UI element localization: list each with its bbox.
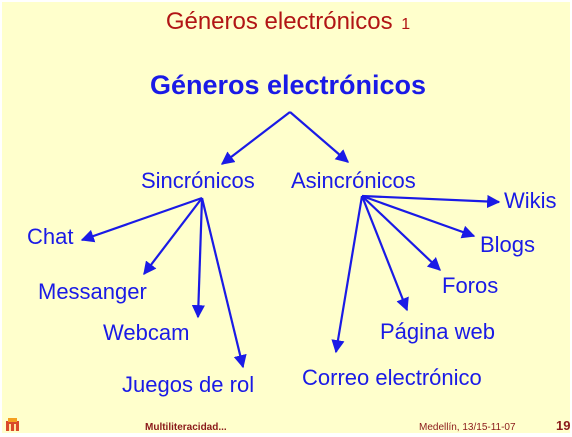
arrow-async-to-blogs [361, 194, 476, 239]
arrow-root-to-asincronicos [289, 111, 349, 163]
arrow-sync-to-messanger [143, 197, 203, 276]
arrow-async-to-pagina [360, 195, 409, 312]
node-messanger: Messanger [38, 279, 147, 304]
footer-page-number: 19 [556, 418, 571, 433]
node-correo-electronico: Correo electrónico [302, 365, 482, 390]
node-chat: Chat [27, 224, 74, 249]
slide-title: Géneros electrónicos 1 [2, 8, 572, 36]
arrow-async-to-foros [361, 195, 441, 271]
footer-logo-icon [6, 418, 19, 431]
node-pagina-web: Página web [380, 319, 495, 344]
node-asincronicos: Asincrónicos [291, 168, 416, 193]
slide-title-number: 1 [401, 16, 411, 33]
node-webcam: Webcam [103, 320, 190, 345]
slide-title-text: Géneros electrónicos [165, 8, 393, 35]
footer-left-text: Multiliteracidad... [145, 422, 227, 433]
node-blogs: Blogs [480, 232, 536, 257]
footer-middle-text: Medellín, 13/15-11-07 [419, 422, 516, 433]
diagram-root-node: Géneros electrónicos [149, 70, 427, 100]
node-juegos-de-rol: Juegos de rol [122, 372, 255, 397]
arrow-sync-to-webcam [191, 197, 205, 319]
node-wikis: Wikis [504, 188, 557, 213]
arrow-sync-to-chat [80, 196, 203, 243]
node-sincronicos: Sincrónicos [141, 168, 255, 193]
arrow-async-to-correo [331, 195, 364, 354]
arrow-async-to-wikis [361, 194, 501, 209]
arrow-sync-to-juegos [200, 197, 247, 369]
node-foros: Foros [442, 273, 499, 298]
arrow-root-to-sincronicos [220, 111, 291, 165]
